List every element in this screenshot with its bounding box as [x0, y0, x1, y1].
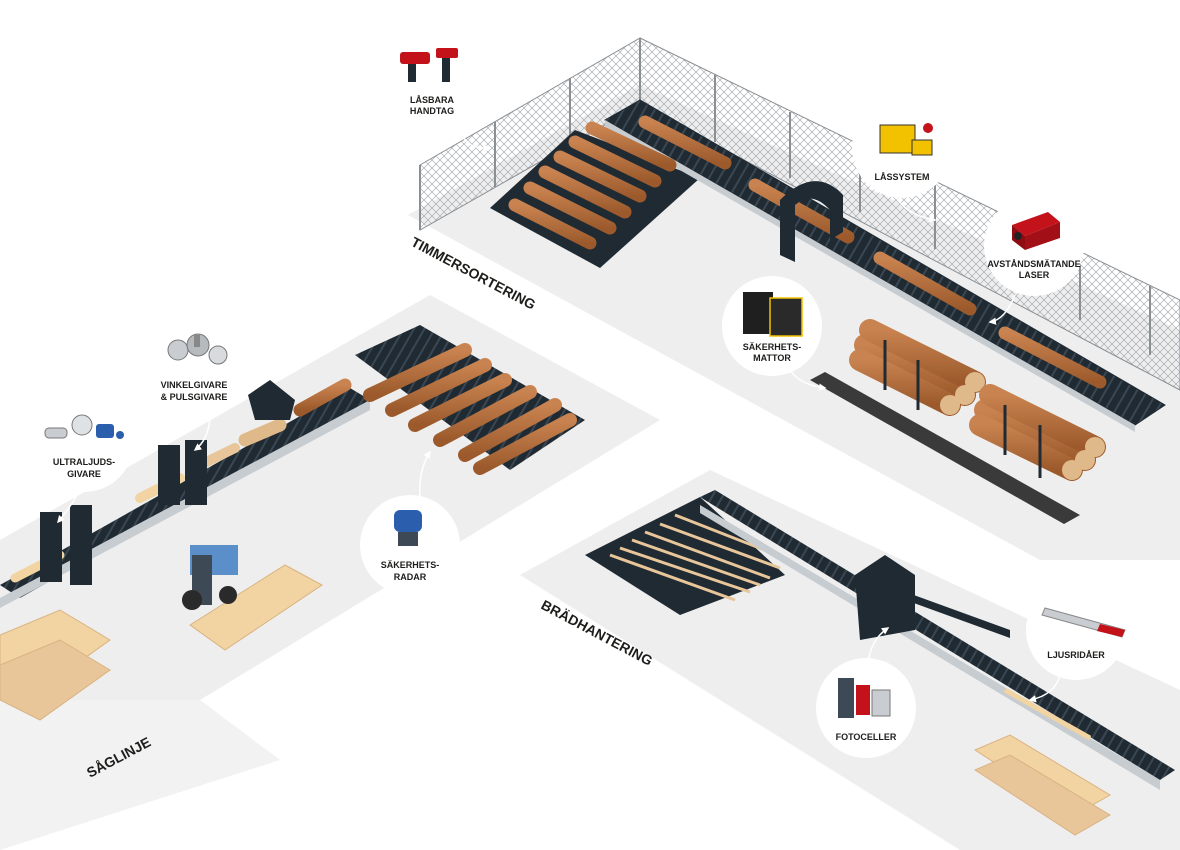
- saw-logs: [10, 343, 577, 583]
- callout-ljusridaer[interactable]: LJUSRIDÅER: [1026, 580, 1126, 703]
- boards: [609, 513, 791, 602]
- plank-stacks-left: [0, 564, 323, 721]
- label-ljusridaer: LJUSRIDÅER: [1047, 650, 1105, 660]
- board-conveyor-top: [700, 490, 1175, 780]
- label-lassystem: LÅSSYSTEM: [874, 172, 929, 182]
- plank-stack-right: [973, 734, 1111, 836]
- safety-mat-icon: [743, 292, 803, 337]
- log-conveyor-side: [605, 120, 1135, 432]
- label-lasbara-handtag-2: HANDTAG: [410, 106, 454, 116]
- callout-lassystem[interactable]: LÅSSYSTEM: [852, 98, 952, 223]
- label-sakerhetsmattor-2: MATTOR: [753, 353, 791, 363]
- callout-vinkelgivare[interactable]: VINKELGIVARE & PULSGIVARE: [144, 322, 244, 451]
- label-radar-1: SÄKERHETS-: [381, 560, 440, 570]
- log-scanner-gate: [780, 181, 843, 262]
- callout-ultraljudsgivare[interactable]: ULTRALJUDS- GIVARE: [34, 392, 134, 524]
- log-stack-2: [969, 384, 1106, 481]
- label-fotoceller: FOTOCELLER: [836, 732, 897, 742]
- board-conveyor-side: [700, 505, 1160, 790]
- label-ultraljud-1: ULTRALJUDS-: [53, 457, 115, 467]
- callout-avstandsmatande-laser[interactable]: AVSTÅNDSMÄTANDE LASER: [984, 196, 1084, 325]
- ultrasonic-sensor-icon: [44, 414, 124, 439]
- forklift: [182, 545, 238, 610]
- label-lasbara-handtag-1: LÅSBARA: [410, 95, 454, 105]
- label-vinkelgivare-2: & PULSGIVARE: [161, 392, 228, 402]
- encoder-icon: [167, 333, 228, 365]
- log-stack-1: [849, 319, 986, 416]
- laser-sensor-icon: [1012, 212, 1060, 250]
- label-ultraljud-2: GIVARE: [67, 469, 101, 479]
- label-vinkelgivare-1: VINKELGIVARE: [161, 380, 228, 390]
- handle-icon: [400, 48, 458, 82]
- board-gate: [855, 555, 1010, 640]
- board-on-conveyor: [1003, 687, 1092, 741]
- callout-fotoceller[interactable]: FOTOCELLER: [816, 627, 916, 758]
- log-deck-logs: [508, 115, 1107, 389]
- floor-saglinje-low: [0, 700, 280, 850]
- safety-mat-strip: [810, 372, 1080, 524]
- label-radar-2: RADAR: [394, 572, 427, 582]
- label-sakerhetsmattor-1: SÄKERHETS-: [743, 342, 802, 352]
- callout-sakerhetsradar[interactable]: SÄKERHETS- RADAR: [360, 450, 460, 595]
- label-laser-1: AVSTÅNDSMÄTANDE: [987, 259, 1080, 269]
- callout-lasbara-handtag[interactable]: LÅSBARA HANDTAG: [382, 25, 492, 153]
- light-curtain-icon: [1041, 607, 1126, 638]
- saw-gates: [40, 380, 295, 585]
- callout-sakerhetsmattor[interactable]: SÄKERHETS- MATTOR: [722, 276, 827, 392]
- lock-system-icon: [879, 123, 933, 156]
- photocell-icon: [838, 678, 891, 718]
- label-laser-2: LASER: [1019, 270, 1050, 280]
- radar-sensor-icon: [394, 510, 422, 546]
